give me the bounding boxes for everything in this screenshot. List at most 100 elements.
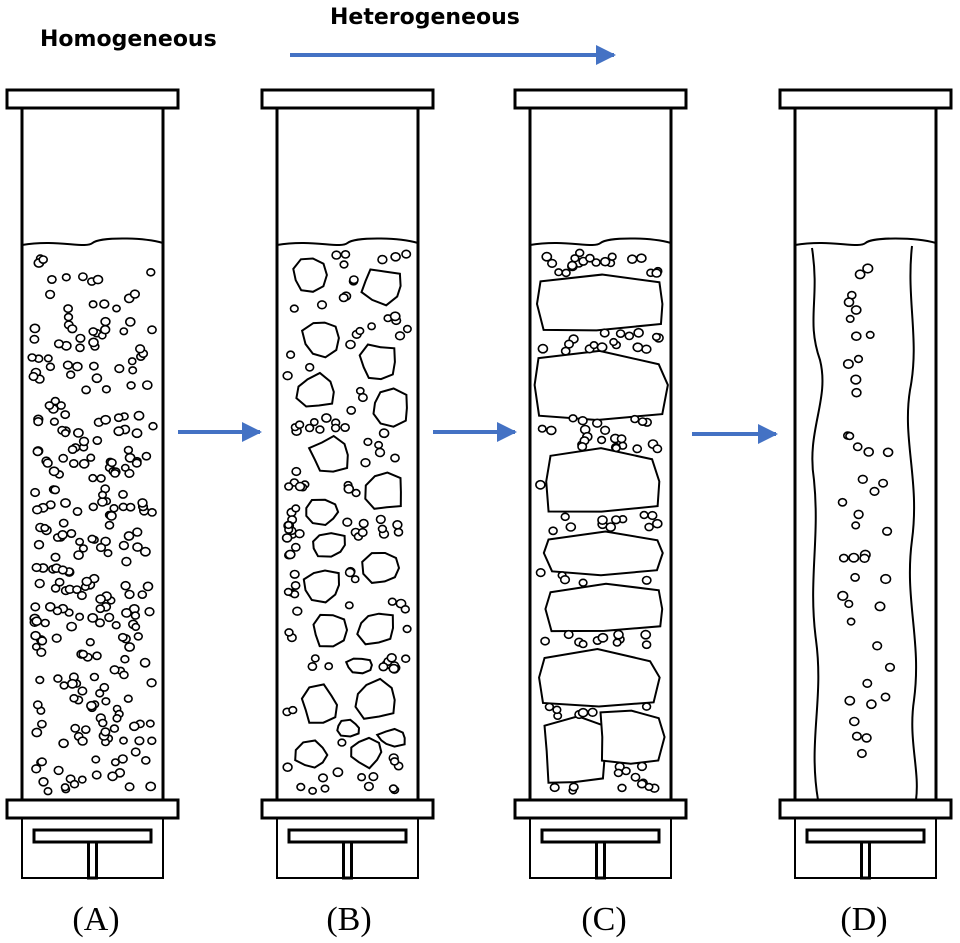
gas-slug: [545, 447, 661, 513]
column-c: [513, 88, 688, 880]
gas-bubble: [292, 606, 303, 616]
gas-bubble: [288, 705, 298, 715]
gas-bubble: [286, 350, 296, 360]
gas-bubble: [141, 451, 152, 461]
gas-bubble: [294, 481, 306, 492]
gas-bubble: [95, 594, 106, 604]
gas-bubble: [339, 260, 349, 269]
gas-bubble: [131, 622, 141, 632]
gas-bubble: [147, 508, 157, 517]
gas-bubble: [44, 289, 56, 300]
gas-bubble: [567, 260, 578, 271]
gas-bubble: [283, 587, 293, 597]
large-gas-bubble: [356, 612, 395, 646]
gas-bubble: [869, 486, 880, 497]
gas-bubble: [53, 674, 63, 683]
large-gas-bubble: [312, 613, 349, 648]
column-label-b: (B): [326, 901, 371, 938]
gas-bubble: [118, 540, 130, 551]
gas-bubble: [848, 716, 860, 727]
gas-bubble: [57, 529, 68, 540]
gas-bubble: [88, 473, 98, 483]
gas-bubble: [88, 327, 98, 336]
liquid-surface: [276, 237, 419, 246]
gas-bubble: [281, 533, 293, 543]
gas-bubble: [842, 358, 854, 369]
gas-bubble: [35, 675, 45, 685]
gas-bubble: [624, 331, 635, 341]
gas-bubble: [284, 482, 294, 491]
gas-bubble: [95, 604, 106, 614]
large-gas-bubble: [295, 371, 335, 408]
gas-bubble: [644, 522, 654, 532]
gas-bubble: [36, 647, 47, 657]
gas-bubble: [599, 256, 611, 267]
gas-bubble: [331, 250, 342, 260]
gas-bubble: [109, 665, 120, 675]
large-gas-bubble: [350, 736, 383, 770]
gas-bubble: [86, 453, 96, 462]
gas-bubble: [305, 362, 315, 372]
gas-bubble: [308, 786, 317, 795]
gas-bubble: [291, 466, 302, 477]
gas-bubble: [838, 553, 849, 563]
gas-bubble: [119, 327, 129, 336]
gas-bubble: [67, 444, 78, 454]
gas-bubble: [100, 536, 111, 547]
gas-bubble: [63, 304, 73, 314]
gas-bubble: [862, 263, 874, 274]
gas-bubble: [641, 344, 652, 354]
gas-bubble: [78, 458, 90, 469]
gas-bubble: [110, 468, 120, 478]
gas-inlet: [342, 840, 353, 880]
gas-bubble: [330, 423, 341, 433]
gas-bubble: [591, 418, 603, 428]
gas-bubble: [61, 273, 71, 282]
gas-bubble: [29, 323, 41, 334]
gas-bubble: [72, 506, 83, 516]
gas-bubble: [30, 602, 41, 612]
gas-bubble: [69, 779, 80, 789]
gas-bubble: [862, 678, 873, 689]
gas-bubble: [126, 381, 136, 390]
gas-bubble: [342, 517, 353, 527]
large-gas-bubble: [300, 683, 339, 724]
gas-bubble: [32, 700, 43, 710]
gas-bubble: [68, 458, 79, 468]
gas-bubble: [88, 502, 99, 512]
gas-bubble: [578, 578, 588, 587]
gas-bubble: [544, 702, 555, 712]
gas-bubble: [142, 380, 153, 390]
gas-bubble: [130, 747, 141, 757]
gas-bubble: [31, 562, 42, 573]
gas-bubble: [577, 707, 589, 718]
gas-bubble: [60, 410, 71, 420]
gas-bubble: [58, 453, 69, 463]
gas-bubble: [137, 498, 148, 508]
large-gas-bubble: [375, 727, 406, 748]
gas-bubble: [73, 427, 84, 438]
sparger-plate: [287, 828, 408, 844]
gas-bubble: [78, 649, 88, 659]
gas-bubble: [121, 608, 132, 618]
gas-bubble: [340, 422, 350, 432]
gas-bubble: [81, 725, 91, 734]
gas-bubble: [599, 328, 610, 338]
gas-bubble: [96, 474, 106, 483]
gas-bubble: [345, 339, 356, 350]
top-flange: [778, 88, 953, 110]
gas-bubble: [107, 771, 118, 782]
gas-bubble: [113, 426, 125, 437]
gas-bubble: [134, 736, 145, 746]
gas-bubble: [78, 272, 88, 282]
gas-bubble: [390, 251, 401, 262]
gas-bubble: [563, 339, 574, 349]
gas-bubble: [537, 424, 547, 433]
gas-bubble: [560, 512, 570, 522]
gas-bubble: [40, 523, 50, 533]
gas-bubble: [845, 431, 855, 441]
gas-bubble: [563, 629, 574, 640]
gas-bubble: [837, 497, 848, 507]
gas-bubble: [103, 548, 113, 558]
gas-slug: [538, 648, 661, 708]
